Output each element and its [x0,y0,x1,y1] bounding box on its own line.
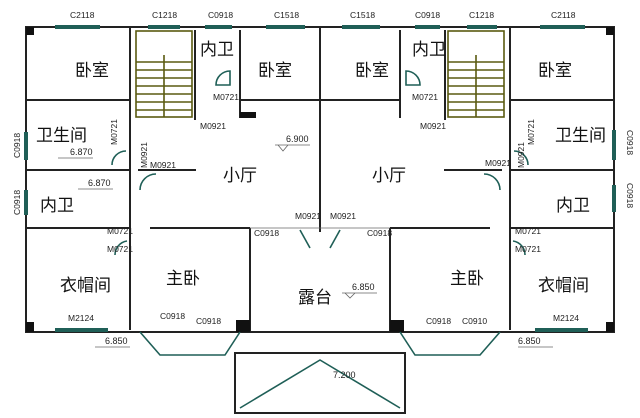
door-code: M0721 [107,244,133,254]
door-code: M0721 [213,92,239,102]
room-small-hall: 小厅 [372,166,406,186]
door-code: M0921 [516,142,526,168]
door-code: C0918 [196,316,221,326]
door-code: C0910 [462,316,487,326]
window-code: C2118 [70,10,95,20]
window-code: C0918 [625,130,635,155]
window-code: C0918 [12,133,22,158]
window-code: C0918 [625,183,635,208]
elevation-label: 6.900 [286,134,309,144]
door-code: M0721 [515,226,541,236]
room-inner-bath: 内卫 [200,40,234,60]
door-code: C0918 [160,311,185,321]
door-code: M0721 [515,244,541,254]
window-code: C1518 [350,10,375,20]
elevation-label: 6.850 [105,336,128,346]
room-bedroom: 卧室 [355,61,389,81]
door-code: M0721 [526,119,536,145]
room-labels: 卧室 内卫 卧室 卧室 内卫 卧室 卫生间 卫生间 小厅 小厅 内卫 内卫 衣帽… [36,40,606,308]
door-code: C0918 [254,228,279,238]
door-codes-right: M0721 M0921 M0721 M0921 M0921 M0721 M072… [330,92,579,326]
elevation-label: 6.850 [352,282,375,292]
door-code: M0921 [200,121,226,131]
door-code: M0921 [420,121,446,131]
door-code: M0721 [109,119,119,145]
door-code: M2124 [68,313,94,323]
room-cloakroom: 衣帽间 [538,276,589,296]
room-bedroom: 卧室 [538,61,572,81]
room-master-bedroom: 主卧 [450,269,484,289]
room-inner-bath: 内卫 [556,196,590,216]
door-code: M0721 [107,226,133,236]
room-bathroom: 卫生间 [36,126,87,146]
door-code: M0921 [330,211,356,221]
window-code: C0918 [415,10,440,20]
window-code: C0918 [12,190,22,215]
room-inner-bath: 内卫 [412,40,446,60]
room-bedroom: 卧室 [258,61,292,81]
window-code: C2118 [551,10,576,20]
elevation-label: 7.200 [333,370,356,380]
door-code: M2124 [553,313,579,323]
door-codes-left: M0721 M0921 M0721 M0921 M0921 M0721 M072… [68,92,321,326]
room-bedroom: 卧室 [75,61,109,81]
door-code: M0921 [150,160,176,170]
room-cloakroom: 衣帽间 [60,276,111,296]
window-code: C0918 [208,10,233,20]
terrace-roof [234,352,406,414]
door-code: M0921 [485,158,511,168]
window-codes: C2118 C1218 C0918 C1518 C1518 C0918 C121… [12,10,635,215]
room-inner-bath: 内卫 [40,196,74,216]
room-master-bedroom: 主卧 [166,269,200,289]
door-code: C0918 [426,316,451,326]
top-windows [24,25,616,332]
room-bathroom: 卫生间 [555,126,606,146]
stairs [135,30,505,118]
room-small-hall: 小厅 [223,166,257,186]
door-code: M0921 [295,211,321,221]
window-code: C1218 [469,10,494,20]
door-code: M0721 [412,92,438,102]
elevation-label: 6.870 [70,147,93,157]
elevation-marks: 6.900 6.870 6.870 6.850 6.850 6.850 7.20… [58,134,553,380]
elevation-label: 6.870 [88,178,111,188]
door-code: M0921 [139,142,149,168]
doors [111,70,529,256]
window-code: C1218 [152,10,177,20]
walls [25,26,615,333]
room-terrace: 露台 [298,288,332,308]
elevation-label: 6.850 [518,336,541,346]
window-code: C1518 [274,10,299,20]
bay-windows [139,331,501,356]
door-code: C0918 [367,228,392,238]
